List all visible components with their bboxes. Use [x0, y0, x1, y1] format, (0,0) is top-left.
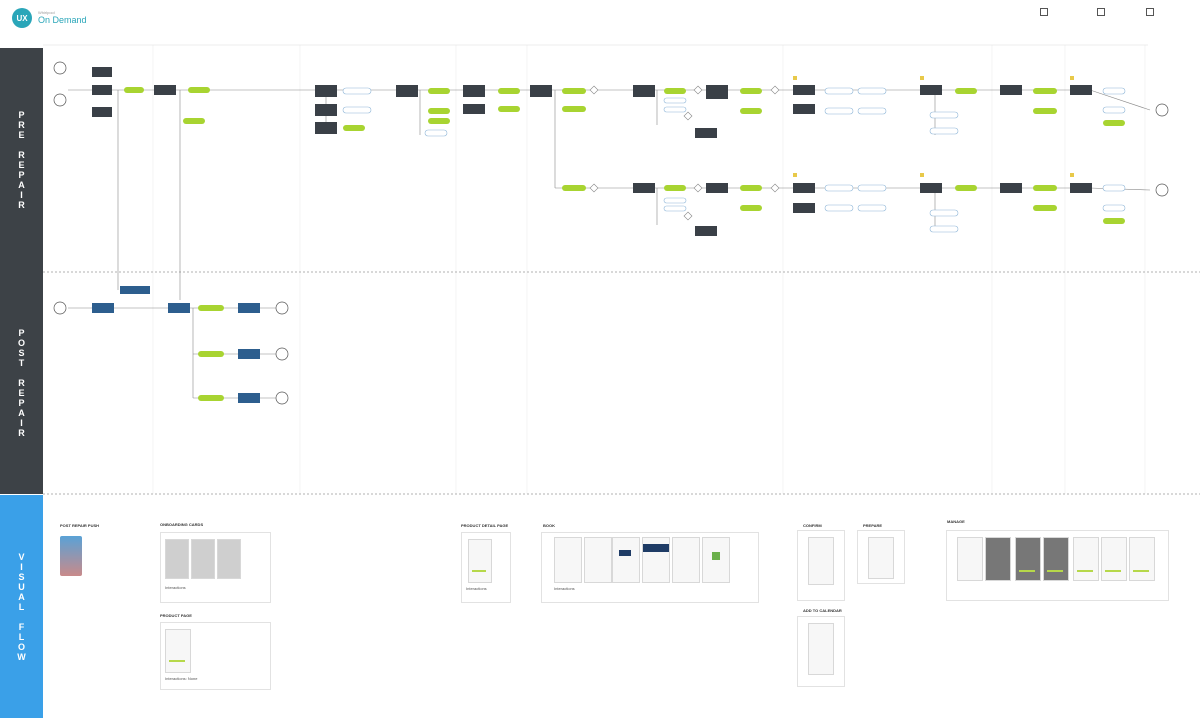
header-icon-3 [1146, 8, 1154, 16]
brand-sub: Whirlpool [38, 10, 55, 15]
confirm-screen [808, 537, 834, 585]
book-title: BOOK [543, 523, 555, 528]
post-repair-push-phone [60, 536, 82, 576]
onboarding-card-1 [165, 539, 189, 579]
manage-screen-7 [1129, 537, 1155, 581]
header-icon-2 [1097, 8, 1105, 16]
manage-screen-3 [1015, 537, 1041, 581]
product-page-frame: Interactions: None [160, 622, 271, 690]
onboarding-interactions: Interactions [165, 585, 186, 590]
onboarding-cards-title: ONBOARDING CARDS [160, 522, 204, 527]
prepare-screen [868, 537, 894, 579]
product-page-interactions: Interactions: None [165, 676, 198, 681]
header-icon-1 [1040, 8, 1048, 16]
product-page-title: PRODUCT PAGE [160, 613, 192, 618]
ux-logo: UX [12, 8, 32, 28]
product-detail-page-title: PRODUCT DETAIL PAGE [461, 523, 509, 528]
logo-text: UX [16, 13, 28, 23]
manage-screen-4 [1043, 537, 1069, 581]
lane-visual-flow: VISUAL FLOW [0, 495, 43, 718]
prepare-title: PREPARE [863, 523, 883, 528]
manage-screen-2 [985, 537, 1011, 581]
manage-screen-5 [1073, 537, 1099, 581]
book-screen-3 [612, 537, 640, 583]
book-screen-4 [642, 537, 670, 583]
book-screen-2 [584, 537, 612, 583]
page-title: On Demand [38, 15, 87, 25]
confirm-frame [797, 530, 845, 601]
add-to-calendar-frame [797, 616, 845, 687]
book-screen-6 [702, 537, 730, 583]
lane-visual-flow-label: VISUAL FLOW [16, 551, 27, 662]
onboarding-card-2 [191, 539, 215, 579]
lane-post-repair: POST REPAIR [0, 272, 43, 494]
book-frame: Interactions [541, 532, 759, 603]
lane-pre-repair: PRE REPAIR [0, 48, 43, 272]
product-detail-interactions: Interactions [466, 586, 487, 591]
product-detail-frame: Interactions [461, 532, 511, 603]
prepare-frame [857, 530, 905, 584]
onboarding-card-3 [217, 539, 241, 579]
flow-diagram [43, 44, 1200, 495]
book-interactions: Interactions [554, 586, 575, 591]
confirm-title: CONFIRM [803, 523, 822, 528]
header: UX Whirlpool On Demand [0, 0, 1200, 48]
lane-pre-repair-label: PRE REPAIR [16, 110, 27, 210]
manage-title: MANAGE [947, 519, 965, 524]
lane-post-repair-label: POST REPAIR [16, 328, 27, 438]
product-detail-screen [468, 539, 492, 583]
add-to-calendar-screen [808, 623, 834, 675]
post-repair-push-title: POST REPAIR PUSH [60, 523, 100, 528]
book-screen-5 [672, 537, 700, 583]
onboarding-cards-frame: Interactions [160, 532, 271, 603]
manage-frame [946, 530, 1169, 601]
book-screen-1 [554, 537, 582, 583]
product-page-screen [165, 629, 191, 673]
add-to-calendar-title: ADD TO CALENDAR [803, 608, 842, 613]
manage-screen-6 [1101, 537, 1127, 581]
manage-screen-1 [957, 537, 983, 581]
